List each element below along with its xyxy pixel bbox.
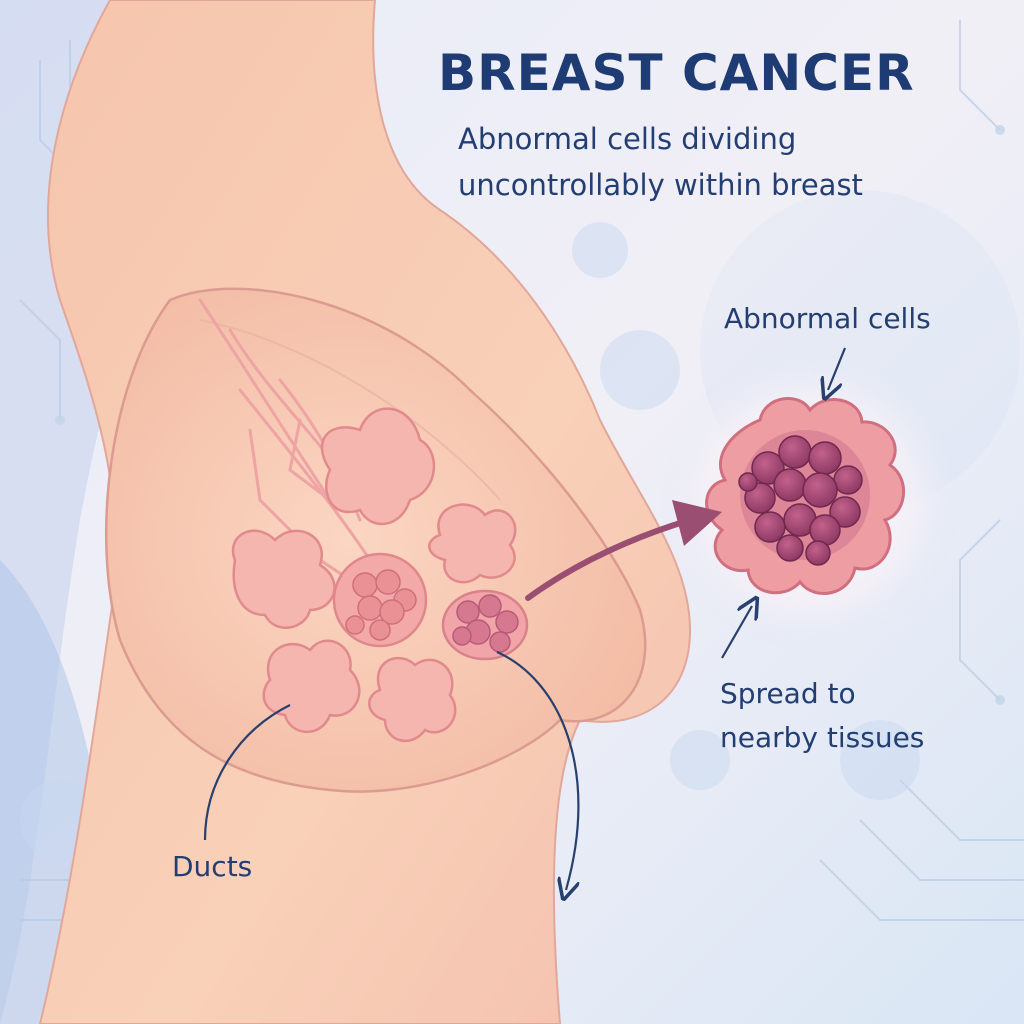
central-lobule: [332, 552, 428, 648]
breast-contour: [104, 287, 647, 793]
spread-pointer: [721, 606, 752, 659]
label-abnormal-cells: Abnormal cells: [724, 302, 931, 335]
subtitle-line-2: uncontrollably within breast: [458, 168, 863, 202]
abnormal-cells-pointer: [828, 347, 847, 390]
tumor-in-breast: [441, 589, 529, 661]
enlarged-tumor: [705, 397, 906, 595]
label-spread-line-2: nearby tissues: [720, 721, 925, 754]
subtitle: Abnormal cells dividing uncontrollably w…: [458, 116, 863, 208]
infographic-title: BREAST CANCER: [438, 44, 915, 102]
label-ducts: Ducts: [172, 850, 253, 883]
spread-curve-arrow: [496, 650, 578, 890]
ducts-pointer: [203, 704, 291, 841]
label-spread: Spread to nearby tissues: [720, 672, 924, 760]
breast-shading-line: [199, 319, 501, 501]
zoom-arrow: [525, 500, 722, 601]
subtitle-line-1: Abnormal cells dividing: [458, 122, 797, 156]
label-spread-line-1: Spread to: [720, 677, 856, 710]
lobules: [231, 407, 517, 742]
